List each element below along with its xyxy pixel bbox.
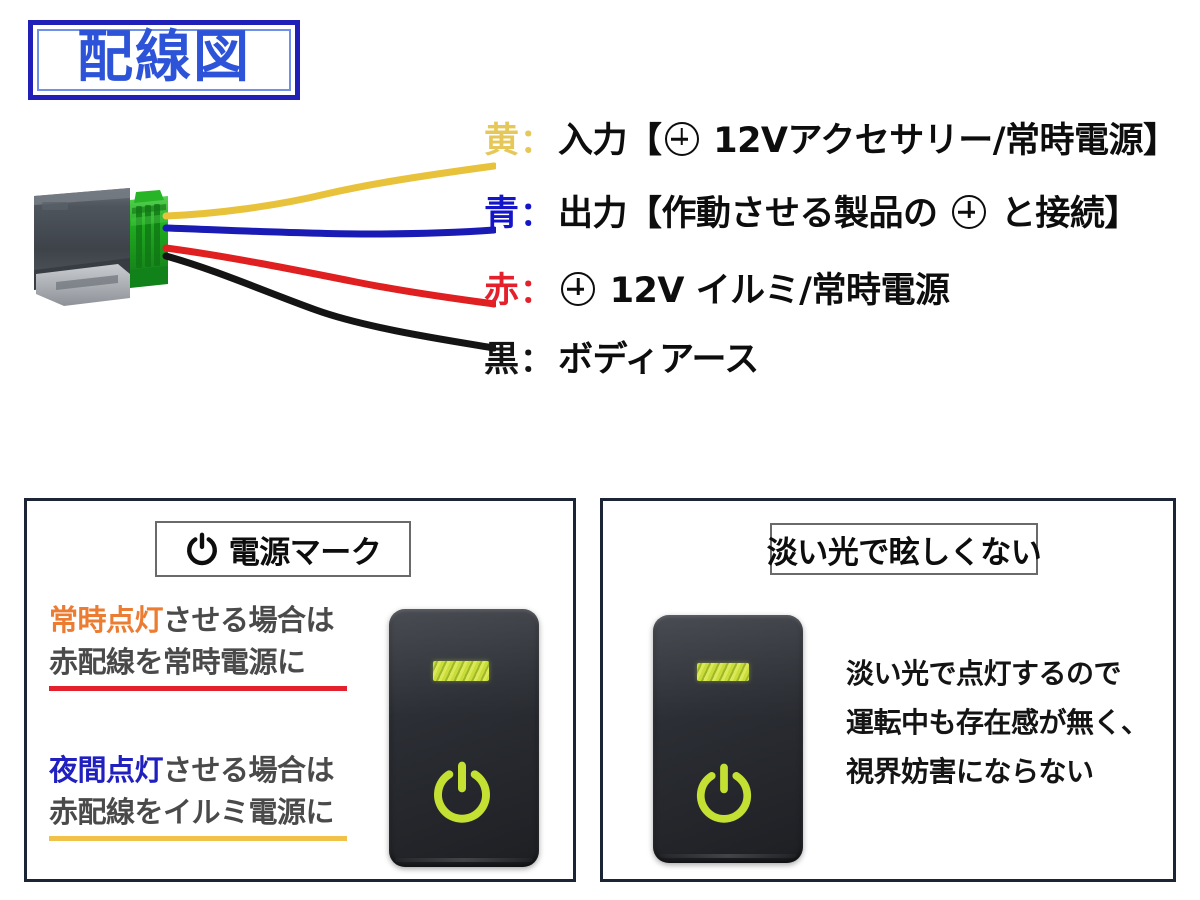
panel-left-header-box: 電源マーク bbox=[155, 521, 411, 577]
wire-red bbox=[162, 244, 496, 308]
legend-colon-black: ： bbox=[520, 340, 554, 379]
panel-right-header-box: 淡い光で眩しくない bbox=[767, 523, 1042, 575]
legend-colon-yellow: ： bbox=[520, 121, 554, 160]
instruction-line-4: 赤配線をイルミ電源に bbox=[49, 795, 335, 830]
legend-row-red: 赤 ： 12V イルミ/常時電源 bbox=[484, 262, 1184, 313]
panel-left-header-label: 電源マーク bbox=[228, 534, 382, 571]
wire-label-yellow: 黄 bbox=[484, 121, 520, 161]
connector-illustration bbox=[34, 162, 496, 352]
highlight-always-on: 常時点灯 bbox=[49, 603, 164, 637]
highlight-night-on: 夜間点灯 bbox=[49, 753, 164, 787]
panel-soft-light: 淡い光で眩しくない 淡い光で点灯するので 運転中も存在感が無く、 視界妨害になら… bbox=[600, 498, 1176, 882]
legend-desc-yellow: 入力【 12Vアクセサリー/常時電源】 bbox=[558, 112, 1178, 163]
switch-unit-right bbox=[653, 615, 803, 863]
plus-terminal-icon bbox=[561, 272, 596, 306]
panel-power-mark: 電源マーク 常時点灯させる場合は 赤配線を常時電源に 夜間点灯させる場合は 赤配… bbox=[24, 498, 576, 882]
instruction-line-1: 常時点灯させる場合は bbox=[49, 599, 369, 641]
legend-desc-yellow-pre: 入力【 bbox=[558, 121, 662, 161]
instruction-line-1-rest: させる場合は bbox=[163, 603, 335, 637]
legend-colon-red: ： bbox=[520, 271, 554, 310]
illumination-led-left bbox=[433, 661, 489, 681]
instruction-line-2: 赤配線を常時電源に bbox=[49, 645, 306, 680]
legend-row-blue: 青 ： 出力【作動させる製品の と接続】 bbox=[484, 185, 1184, 236]
wire-legend: 黄 ： 入力【 12Vアクセサリー/常時電源】 青 ： 出力【作動させる製品の … bbox=[484, 112, 1184, 392]
underline-red bbox=[49, 686, 347, 692]
switch-bottom-edge bbox=[395, 858, 533, 862]
instruction-block-night: 夜間点灯させる場合は 赤配線をイルミ電源に bbox=[49, 749, 369, 842]
page-title: 配線図 bbox=[77, 25, 251, 90]
legend-row-yellow: 黄 ： 入力【 12Vアクセサリー/常時電源】 bbox=[484, 112, 1184, 163]
wire-label-black: 黒 bbox=[484, 340, 520, 380]
led-inner bbox=[697, 663, 749, 681]
wire-label-red: 赤 bbox=[484, 271, 520, 311]
instruction-line-3-rest: させる場合は bbox=[163, 753, 335, 787]
legend-desc-blue-post: と接続】 bbox=[989, 194, 1140, 234]
legend-desc-blue-pre: 出力【作動させる製品の bbox=[558, 194, 950, 234]
wire-label-blue: 青 bbox=[484, 194, 520, 234]
instruction-line-3: 夜間点灯させる場合は bbox=[49, 749, 369, 791]
legend-row-black: 黒 ： ボディアース bbox=[484, 331, 1184, 382]
illumination-led-right bbox=[697, 663, 749, 681]
body-line-2: 運転中も存在感が無く、 bbox=[846, 706, 1149, 739]
power-icon bbox=[434, 761, 490, 823]
legend-desc-red-post: 12V イルミ/常時電源 bbox=[598, 271, 950, 311]
page-title-box: 配線図 bbox=[28, 20, 300, 100]
connector-photo bbox=[26, 158, 496, 358]
wire-blue bbox=[162, 224, 496, 238]
power-icon bbox=[696, 763, 752, 823]
legend-colon-blue: ： bbox=[520, 194, 554, 233]
switch-unit-left bbox=[389, 609, 539, 867]
underline-gold bbox=[49, 836, 347, 842]
legend-desc-red: 12V イルミ/常時電源 bbox=[558, 262, 950, 313]
wire-black bbox=[162, 252, 496, 352]
switch-bottom-edge bbox=[659, 854, 797, 858]
plus-terminal-icon bbox=[664, 122, 699, 156]
panel-right-body: 淡い光で点灯するので 運転中も存在感が無く、 視界妨害にならない bbox=[846, 649, 1156, 796]
plus-terminal-icon bbox=[952, 195, 987, 229]
legend-desc-black: ボディアース bbox=[558, 340, 759, 380]
terminal-block bbox=[130, 190, 168, 288]
led-inner bbox=[433, 661, 489, 681]
body-line-1: 淡い光で点灯するので bbox=[846, 657, 1122, 690]
page-title-inner-border: 配線図 bbox=[37, 29, 291, 91]
panel-right-header-label: 淡い光で眩しくない bbox=[766, 534, 1042, 571]
body-line-3: 視界妨害にならない bbox=[846, 755, 1094, 788]
connector-housing bbox=[34, 188, 130, 306]
legend-desc-yellow-post: 12Vアクセサリー/常時電源】 bbox=[701, 121, 1178, 161]
wire-bundle bbox=[162, 162, 496, 352]
legend-desc-blue: 出力【作動させる製品の と接続】 bbox=[558, 185, 1139, 236]
instruction-block-always-on: 常時点灯させる場合は 赤配線を常時電源に bbox=[49, 599, 369, 692]
power-icon bbox=[186, 532, 217, 566]
wire-yellow bbox=[162, 162, 496, 220]
